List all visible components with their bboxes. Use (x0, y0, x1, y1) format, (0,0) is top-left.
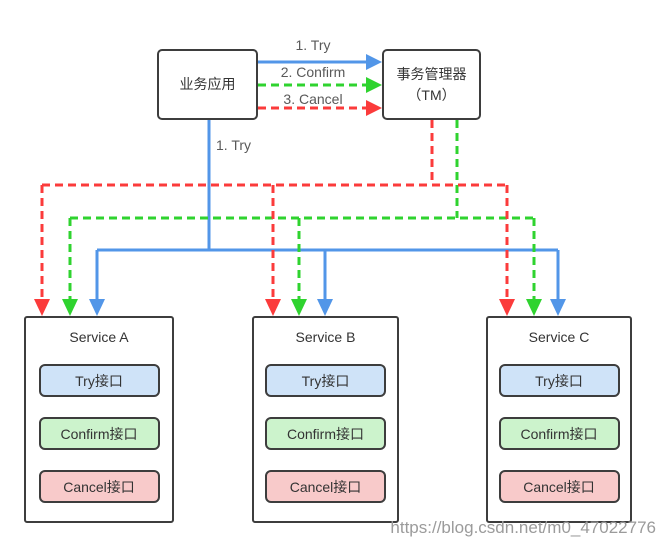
business-app-label: 业务应用 (179, 76, 236, 92)
service-b-try-interface: Try接口 (265, 364, 386, 397)
csdn-watermark: https://blog.csdn.net/m0_47022776 (390, 518, 656, 537)
try-branch-label: 1. Try (216, 137, 252, 153)
service-b-node: Service B Try接口 Confirm接口 Cancel接口 (252, 316, 399, 523)
cancel-arrow-label: 3. Cancel (283, 91, 343, 107)
service-c-title: Service C (528, 329, 590, 345)
service-a-node: Service A Try接口 Confirm接口 Cancel接口 (24, 316, 174, 523)
service-b-confirm-interface: Confirm接口 (265, 417, 386, 450)
try-flow-arrowheads (89, 54, 566, 316)
confirm-flow-lines (68, 83, 536, 299)
service-b-cancel-interface: Cancel接口 (265, 470, 386, 503)
service-a-cancel-interface: Cancel接口 (38, 470, 160, 503)
try-flow-lines (95, 60, 560, 299)
try-arrow-label: 1. Try (295, 37, 331, 53)
service-c-node: Service C Try接口 Confirm接口 Cancel接口 (486, 316, 632, 523)
service-c-cancel-interface: Cancel接口 (498, 470, 620, 503)
service-a-try-interface: Try接口 (38, 364, 160, 397)
business-app-node: 业务应用 (157, 49, 258, 120)
confirm-arrow-label: 2. Confirm (280, 64, 346, 80)
service-b-title: Service B (295, 329, 356, 345)
confirm-flow-arrowheads (62, 77, 542, 316)
transaction-manager-label-line1: 事务管理器 (396, 65, 467, 82)
service-a-confirm-interface: Confirm接口 (38, 417, 160, 450)
service-c-try-interface: Try接口 (498, 364, 620, 397)
cancel-flow-arrowheads (34, 100, 515, 316)
transaction-manager-label-line2: （TM） (407, 86, 456, 103)
service-a-title: Service A (69, 329, 129, 345)
service-c-confirm-interface: Confirm接口 (498, 417, 620, 450)
cancel-flow-lines (40, 106, 509, 299)
transaction-manager-node: 事务管理器 （TM） (382, 49, 481, 120)
